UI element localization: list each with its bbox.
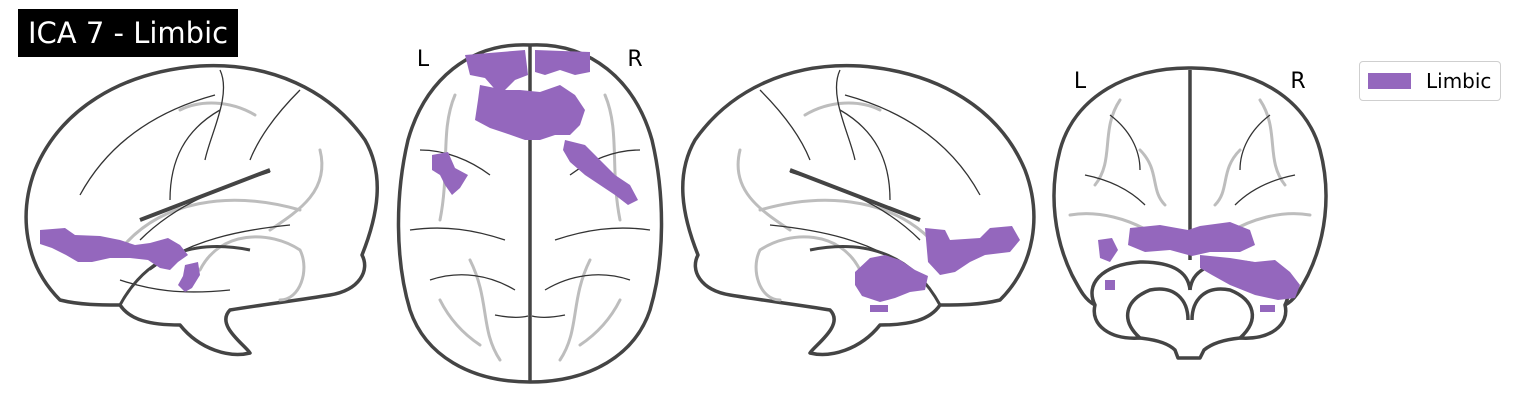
axial-overlay [432,50,638,205]
legend-label: Limbic [1426,69,1492,93]
sagittal-left-outline [24,63,379,357]
sagittal-left-view [24,63,379,357]
coronal-view [1052,66,1328,360]
axial-left-label: L [417,47,430,72]
sagittal-left-overlay [40,228,200,292]
coronal-overlay [1098,222,1300,312]
coronal-left-label: L [1074,69,1087,94]
figure-title: ICA 7 - Limbic [18,9,239,57]
axial-view [396,43,664,384]
legend: Limbic [1359,61,1501,101]
coronal-outline [1052,66,1328,360]
sagittal-right-view [681,63,1036,357]
axial-right-label: R [627,47,642,72]
sagittal-right-overlay [855,226,1020,312]
coronal-right-label: R [1290,69,1305,94]
legend-swatch [1368,73,1411,89]
sagittal-right-outline [681,63,1036,357]
